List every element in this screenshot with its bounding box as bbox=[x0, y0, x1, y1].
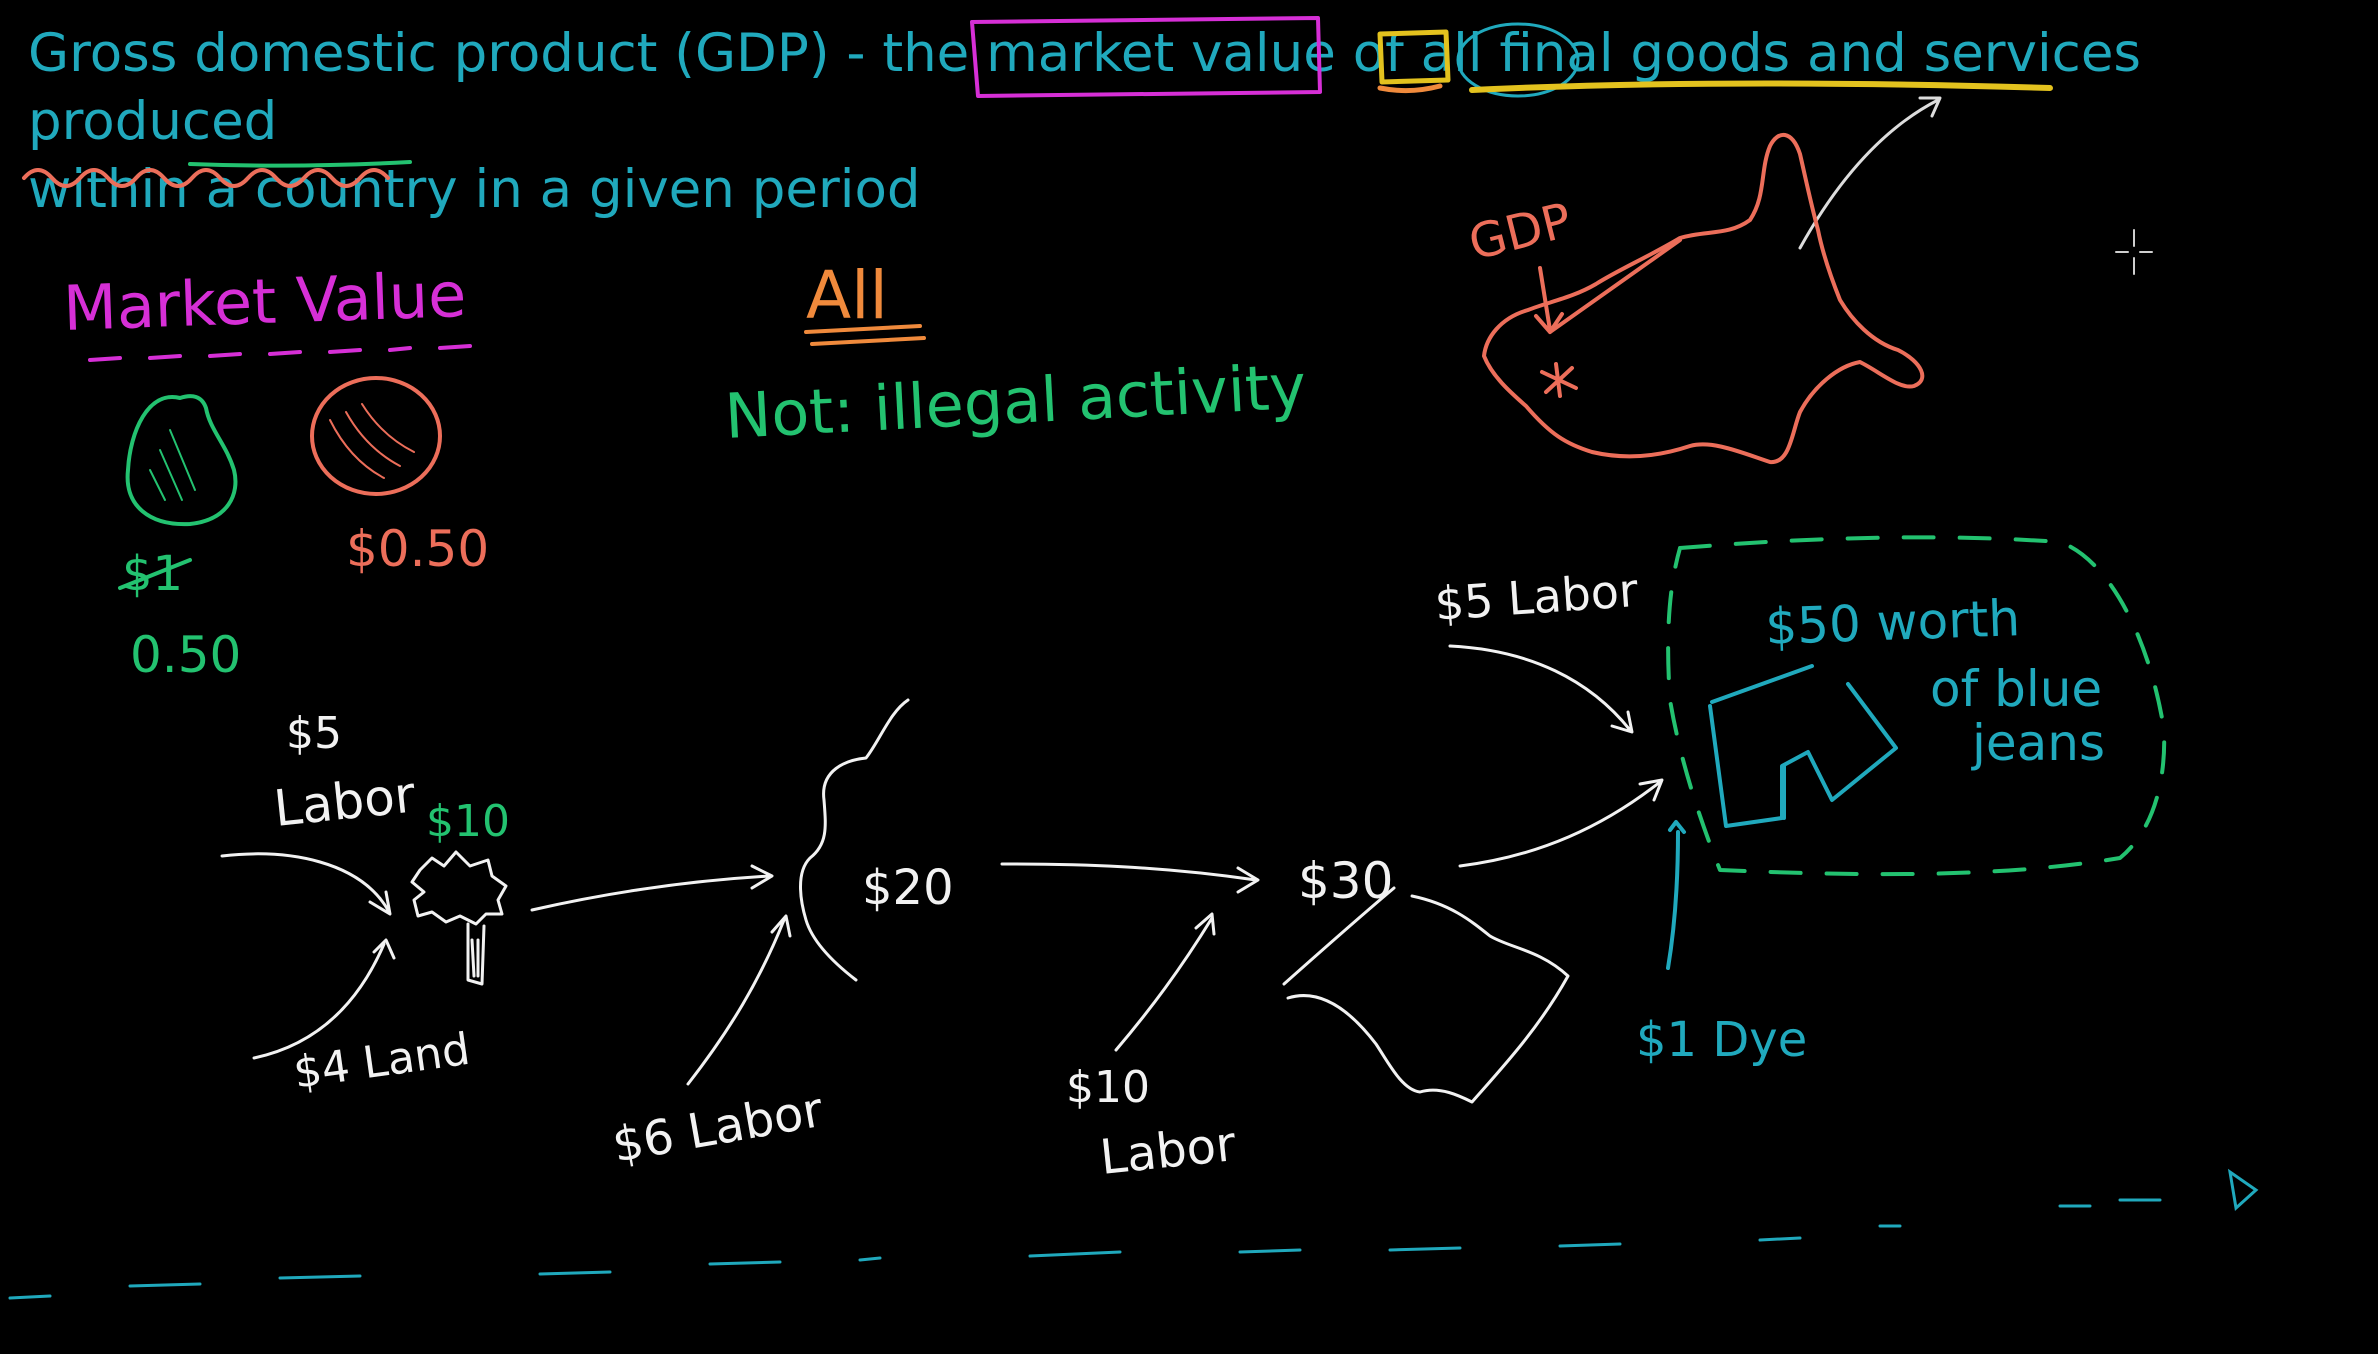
final-circle bbox=[1456, 22, 1580, 98]
tree-value: $10 bbox=[426, 796, 510, 847]
all-underline bbox=[1377, 83, 1443, 94]
labor-5-amount: $5 bbox=[286, 708, 342, 759]
orange-drawing bbox=[310, 376, 442, 496]
goods-services-underline bbox=[1469, 80, 2053, 93]
all-underline-1 bbox=[804, 324, 922, 334]
not-illegal-note: Not: illegal activity bbox=[723, 350, 1308, 453]
labor-5b-label: $5 Labor bbox=[1433, 563, 1640, 631]
market-value-title: Market Value bbox=[62, 258, 467, 345]
labor-10-word: Labor bbox=[1097, 1116, 1238, 1186]
orange-price: $0.50 bbox=[346, 520, 489, 578]
labor-10-amount: $10 bbox=[1066, 1062, 1150, 1113]
labor6-to-cotton-arrow bbox=[686, 914, 792, 1086]
apple-price-new: 0.50 bbox=[130, 626, 241, 684]
dye-to-jeans-arrow bbox=[1666, 820, 1686, 970]
land-to-tree-arrow bbox=[252, 938, 396, 1060]
land-label: $4 Land bbox=[290, 1024, 473, 1099]
apple-shading bbox=[149, 429, 196, 501]
jeans-line-2: of blue bbox=[1930, 660, 2102, 718]
country-green-underline bbox=[188, 160, 412, 168]
market-value-dashes bbox=[88, 344, 472, 362]
definition-line-1: Gross domestic product (GDP) - the marke… bbox=[28, 23, 2142, 152]
apple-drawing bbox=[125, 394, 238, 527]
all-section: All Not: illegal activity bbox=[723, 257, 1308, 453]
orange-shading bbox=[329, 403, 415, 479]
cotton-drawing bbox=[799, 698, 910, 982]
cotton-to-fabric-arrow bbox=[1000, 862, 1260, 894]
labor-to-tree-arrow bbox=[220, 852, 392, 916]
all-title: All bbox=[806, 257, 888, 334]
jeans-dashed-box bbox=[1666, 535, 2167, 877]
all-box bbox=[1377, 29, 1451, 85]
definition-annotations bbox=[22, 16, 2053, 250]
gdp-definition: Gross domestic product (GDP) - the marke… bbox=[28, 20, 2368, 224]
all-underline-2 bbox=[810, 336, 926, 346]
within-country-squiggle bbox=[22, 168, 390, 188]
triangle-cursor-icon bbox=[2227, 1168, 2259, 1211]
country-border-line bbox=[1548, 238, 1682, 334]
jeans-drawing bbox=[1708, 664, 1898, 828]
arrow-to-goods bbox=[1798, 98, 1940, 250]
cotton-value: $20 bbox=[862, 860, 954, 916]
apple-price-strike bbox=[118, 558, 192, 590]
bottom-dashed-line bbox=[8, 1198, 2162, 1300]
tree-canopy bbox=[410, 850, 508, 926]
production-chain: $5 Labor $10 $4 Land $20 $6 Labor $30 $1… bbox=[220, 563, 1664, 1186]
market-value-box bbox=[970, 16, 1322, 98]
arrow-to-goods-head bbox=[1918, 96, 1942, 118]
fabric-drawing bbox=[1282, 886, 1570, 1104]
jeans-line-3: jeans bbox=[1971, 714, 2105, 772]
market-value-section: Market Value $1 0.50 $0.50 bbox=[62, 258, 489, 684]
jeans-region: $50 worth of blue jeans $1 Dye bbox=[1636, 535, 2167, 1068]
labor10-to-fabric-arrow bbox=[1114, 912, 1216, 1052]
location-star bbox=[1540, 362, 1578, 398]
country-map: GDP bbox=[1463, 133, 1925, 464]
tree-to-cotton-arrow bbox=[530, 864, 774, 912]
dye-label: $1 Dye bbox=[1636, 1012, 1807, 1068]
fabric-to-jeans-arrow bbox=[1458, 778, 1664, 868]
jeans-line-1: $50 worth bbox=[1764, 589, 2021, 656]
gdp-map-label: GDP bbox=[1463, 192, 1577, 271]
labor5b-to-jeans-arrow bbox=[1448, 644, 1634, 734]
definition-line-2: within a country in a given period bbox=[28, 159, 921, 220]
crosshair-cursor-icon bbox=[2115, 229, 2153, 275]
bottom-decorations bbox=[8, 229, 2259, 1300]
tree-trunk bbox=[466, 922, 486, 986]
labor-6-label: $6 Labor bbox=[608, 1082, 827, 1174]
country-outline bbox=[1482, 133, 1925, 464]
labor-5-word: Labor bbox=[271, 765, 418, 838]
